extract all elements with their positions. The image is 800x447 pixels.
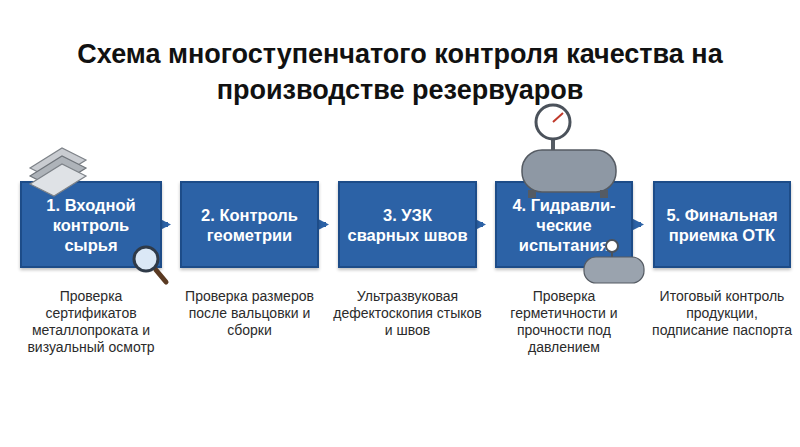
process-box: 4. Гидравли- ческие испытания [495,181,633,268]
flow-arrow [635,222,641,227]
step-description: Проверка размеров после вальцовки и сбор… [174,288,325,339]
process-step: 3. УЗК сварных швовУльтразвуковая дефект… [338,181,477,368]
step-description: Проверка герметичности и прочности под д… [489,288,639,356]
process-step: 2. Контроль геометрииПроверка размеров п… [180,181,319,368]
step-description: Ультразвуковая дефектоскопия стыков и шв… [332,288,483,339]
step-title: 3. УЗК сварных швов [340,205,475,245]
process-box: 1. Входной контроль сырья [20,181,162,268]
process-box: 2. Контроль геометрии [180,181,319,268]
flow-arrow [321,222,326,227]
step-title: 2. Контроль геометрии [182,205,317,245]
step-title: 5. Финальная приемка ОТК [655,205,789,245]
process-box: 3. УЗК сварных швов [338,181,477,268]
process-box: 5. Финальная приемка ОТК [653,181,791,268]
step-description: Итоговый контроль продукции, подписание … [647,288,797,339]
process-step: 1. Входной контроль сырьяПроверка сертиф… [20,181,162,368]
process-step: 4. Гидравли- ческие испытанияПроверка ге… [495,181,633,368]
step-description: Проверка сертификатов металлопроката и в… [14,288,168,356]
diagram-title: Схема многоступенчатого контроля качеств… [55,36,745,108]
flow-arrow [479,222,483,227]
step-title: 4. Гидравли- ческие испытания [497,195,631,255]
process-step: 5. Финальная приемка ОТКИтоговый контрол… [653,181,791,368]
flow-arrow [164,222,168,227]
step-title: 1. Входной контроль сырья [22,195,160,255]
